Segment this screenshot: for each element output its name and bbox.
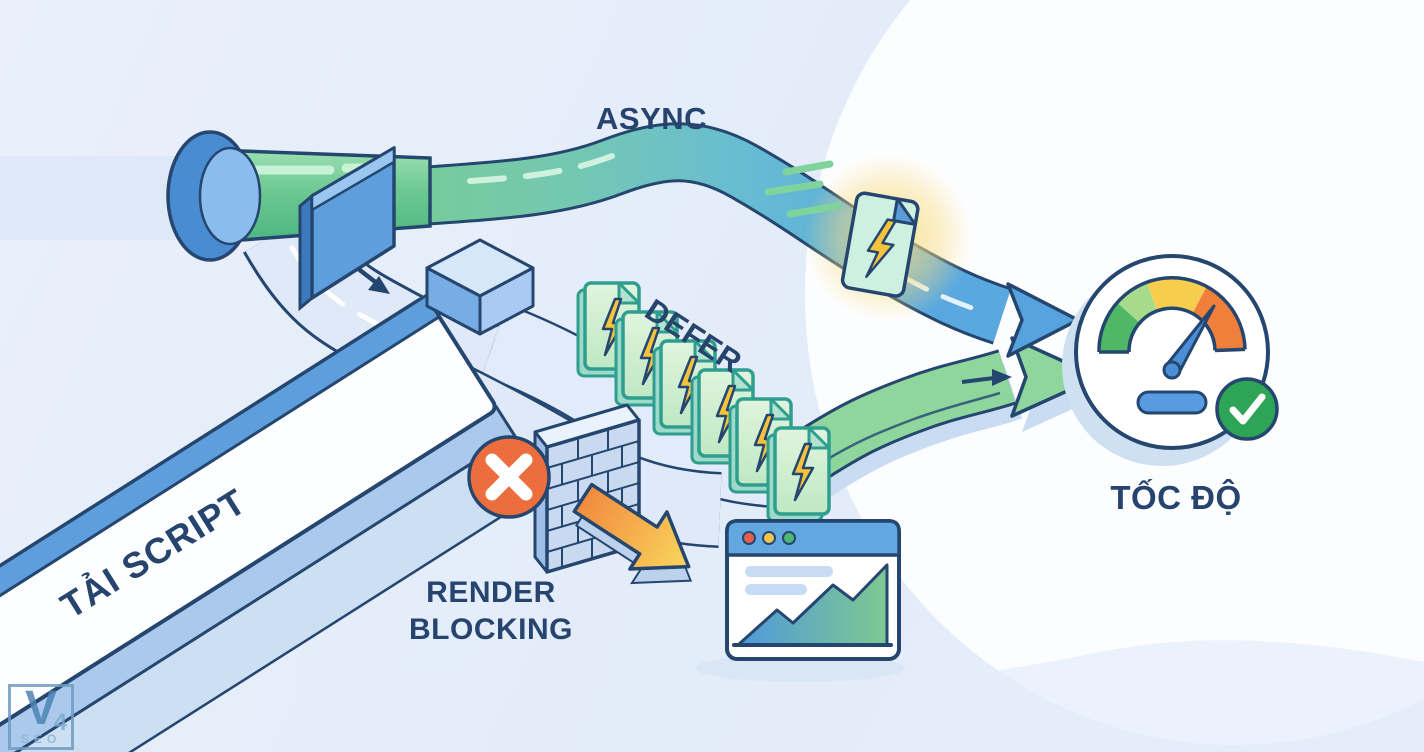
watermark-letter-v: V bbox=[24, 682, 57, 735]
browser-dot-green bbox=[782, 531, 796, 545]
browser-dot-red bbox=[742, 531, 756, 545]
script-card-icon bbox=[766, 426, 831, 523]
render-blocking-line2: BLOCKING bbox=[409, 613, 573, 646]
async-label: ASYNC bbox=[596, 101, 708, 136]
gauge-readout-bar bbox=[1136, 390, 1208, 415]
check-badge-icon bbox=[1215, 377, 1279, 441]
speedometer-gauge-icon bbox=[1062, 254, 1279, 466]
browser-window-icon bbox=[695, 519, 905, 682]
blue-cube-icon bbox=[425, 238, 535, 336]
defer-script-cards bbox=[576, 281, 831, 523]
async-arrowhead-icon bbox=[1006, 282, 1080, 358]
defer-green-road bbox=[784, 336, 1108, 502]
error-x-icon bbox=[467, 435, 551, 519]
green-road-mini-arrow-icon bbox=[961, 369, 1012, 386]
load-script-ramp-sign bbox=[0, 293, 550, 752]
browser-dot-yellow bbox=[762, 531, 776, 545]
watermark-seo: SEO bbox=[20, 732, 62, 746]
render-blocking-label: RENDER BLOCKING bbox=[402, 574, 580, 648]
v4seo-watermark: V 4 SEO bbox=[8, 682, 74, 750]
async-file bbox=[764, 154, 972, 322]
growth-chart-icon bbox=[732, 563, 893, 647]
blocked-redirect-arrow-icon bbox=[572, 482, 693, 585]
speed-lines-icon bbox=[764, 160, 842, 218]
browser-text-line bbox=[745, 566, 833, 577]
browser-text-line bbox=[745, 584, 807, 595]
async-file-icon bbox=[840, 191, 920, 298]
speed-label: TỐC ĐỘ bbox=[1110, 479, 1242, 516]
watermark-digit-4: 4 bbox=[53, 709, 67, 736]
render-blocking-line1: RENDER bbox=[426, 576, 556, 609]
blue-panel-icon bbox=[298, 145, 396, 312]
